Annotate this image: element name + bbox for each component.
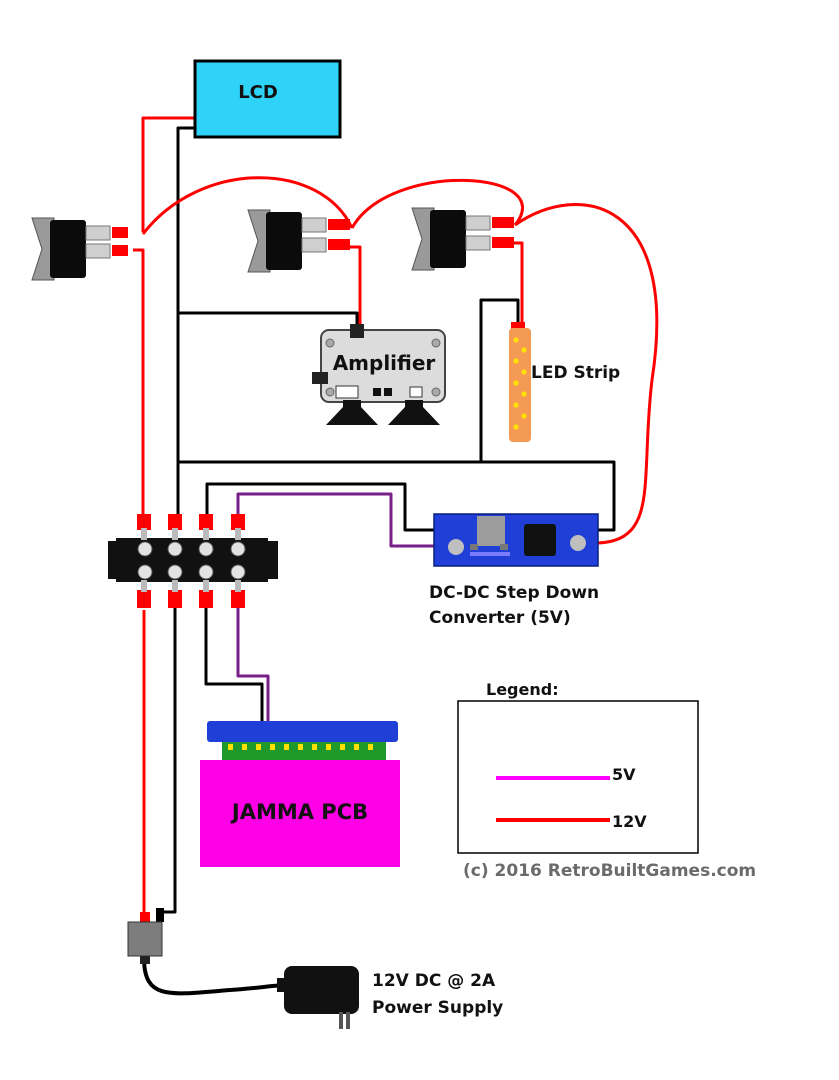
ground-trunk-wire [176,126,616,532]
amplifier-module: Amplifier [312,324,446,425]
12v-switch-bridge-2 [350,178,524,229]
legend: Legend: 5V 12V [457,680,699,854]
jamma-pcb: JAMMA PCB [200,721,400,867]
psu-cable [142,959,289,996]
converter-label-line1: DC-DC Step Down [429,583,599,603]
led-strip: LED Strip [509,322,620,442]
12v-converter-loop [514,203,659,545]
power-jack [127,908,164,964]
wires [133,116,659,996]
12v-switch-bridge-1 [141,176,354,235]
terminal-lugs [137,514,245,608]
ground-psu-wire [160,606,177,914]
12v-amp-wire [350,245,362,328]
power-supply-label-line1: 12V DC @ 2A [372,971,496,991]
ground-amp-wire [178,311,359,330]
jamma-label: JAMMA PCB [230,800,368,824]
5v-pcb-wire [236,606,270,722]
terminal-block [108,514,278,608]
legend-label-12v: 12V [612,812,647,831]
rocker-switch-lcd[interactable] [31,217,128,281]
lcd-label: LCD [238,82,278,103]
copyright-text: (c) 2016 RetroBuiltGames.com [463,861,756,881]
power-supply-label-line2: Power Supply [372,998,503,1018]
legend-title: Legend: [486,680,559,699]
ground-converter-wire [205,482,436,532]
lcd-module: LCD [193,59,342,139]
legend-label-5v: 5V [612,765,636,784]
rocker-switch-amplifier[interactable] [247,209,350,273]
terminal-screws [137,541,246,580]
ground-led-wire [479,298,520,462]
speaker-left [326,400,378,425]
amplifier-label: Amplifier [333,351,436,375]
dc-dc-converter: DC-DC Step Down Converter (5V) [429,513,599,628]
rocker-switch-led[interactable] [411,207,514,271]
5v-converter-wire [236,492,436,548]
12v-led-wire [512,241,524,328]
converter-label-line2: Converter (5V) [429,608,571,628]
speaker-right [388,400,440,425]
12v-lcd-wire [141,116,195,232]
power-supply-adapter: 12V DC @ 2A Power Supply [277,966,503,1029]
led-strip-label: LED Strip [531,363,620,383]
12v-feed-wire [133,248,145,518]
ground-pcb-wire [204,606,264,722]
